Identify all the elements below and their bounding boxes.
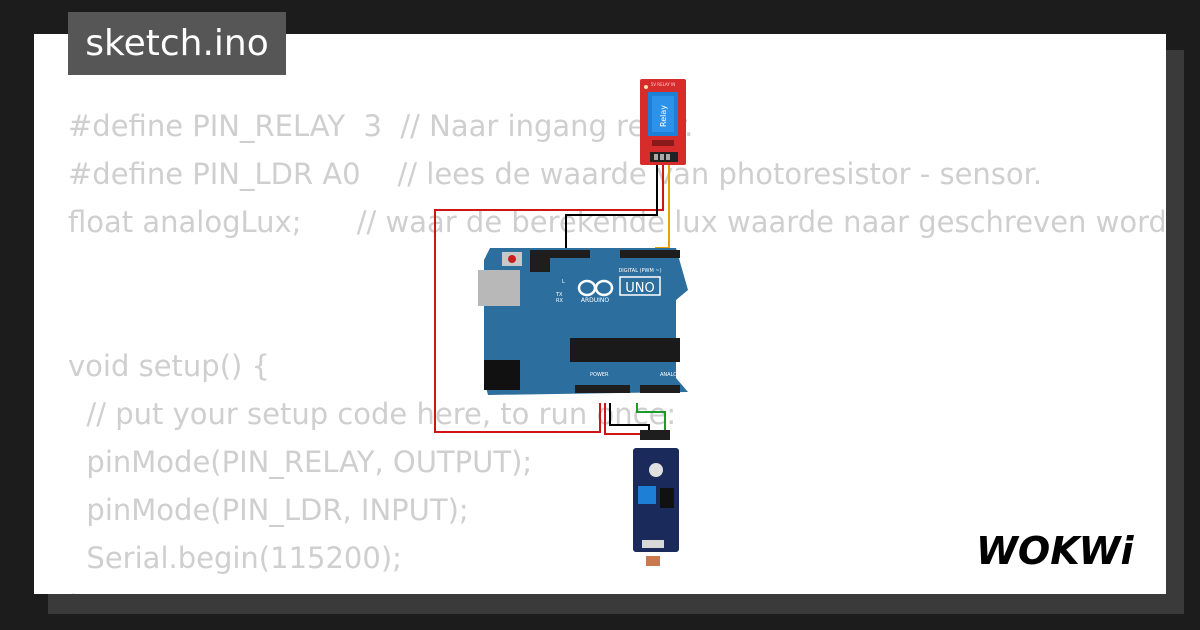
digital-header-left [530, 250, 590, 258]
usb-connector [478, 270, 520, 306]
analog-header [640, 385, 680, 393]
code-line: pinMode(PIN_RELAY, OUTPUT); [68, 445, 533, 479]
relay-led [644, 85, 648, 89]
analog-label: ANALOG IN [660, 372, 688, 378]
arduino-infinity-icon [577, 279, 614, 297]
arduino-uno-board[interactable]: ARDUINO UNO DIGITAL (PWM ~) ANALOG IN PO… [478, 248, 702, 395]
tx-label: TX [555, 292, 563, 298]
wire-black [565, 162, 658, 248]
filename-tab[interactable]: sketch.ino [68, 12, 286, 75]
on-led-label: ON [694, 292, 702, 298]
relay-label: Relay [659, 105, 668, 127]
wokwi-logo: WOKWi [976, 529, 1135, 573]
reset-button-cap [508, 255, 516, 263]
wire-green [636, 403, 666, 434]
board-model-label: UNO [625, 281, 654, 296]
power-jack [484, 360, 520, 390]
potentiometer[interactable] [638, 486, 656, 504]
wire-black-sensor [609, 403, 650, 434]
code-line: #define PIN_LDR A0 // lees de waarde van… [68, 157, 1043, 191]
code-line: pinMode(PIN_LDR, INPUT); [68, 493, 469, 527]
rx-label: RX [556, 298, 563, 304]
power-label: POWER [590, 372, 609, 378]
code-line: Serial.begin(115200); [68, 541, 402, 575]
digital-label: DIGITAL (PWM ~) [618, 268, 661, 274]
sensor-led [649, 463, 663, 477]
l-led-label: L [562, 279, 565, 285]
photoresistor [646, 556, 660, 566]
code-line: } [68, 586, 86, 594]
atmega-chip [570, 338, 680, 362]
wire-red-sensor [604, 403, 641, 435]
wokwi-logo-text: WOKWi [976, 529, 1135, 573]
ldr-sensor-module[interactable] [633, 430, 679, 566]
relay-header-label: 5V RELAY IN [651, 82, 676, 87]
relay-module[interactable]: 5V RELAY IN Relay [640, 79, 686, 165]
wire-red [434, 162, 664, 433]
icsp-header [530, 258, 550, 272]
digital-header-right [620, 250, 680, 258]
power-header [575, 385, 630, 393]
code-line: void setup() { [68, 349, 270, 383]
arduino-logo-text: ARDUINO [581, 297, 610, 304]
